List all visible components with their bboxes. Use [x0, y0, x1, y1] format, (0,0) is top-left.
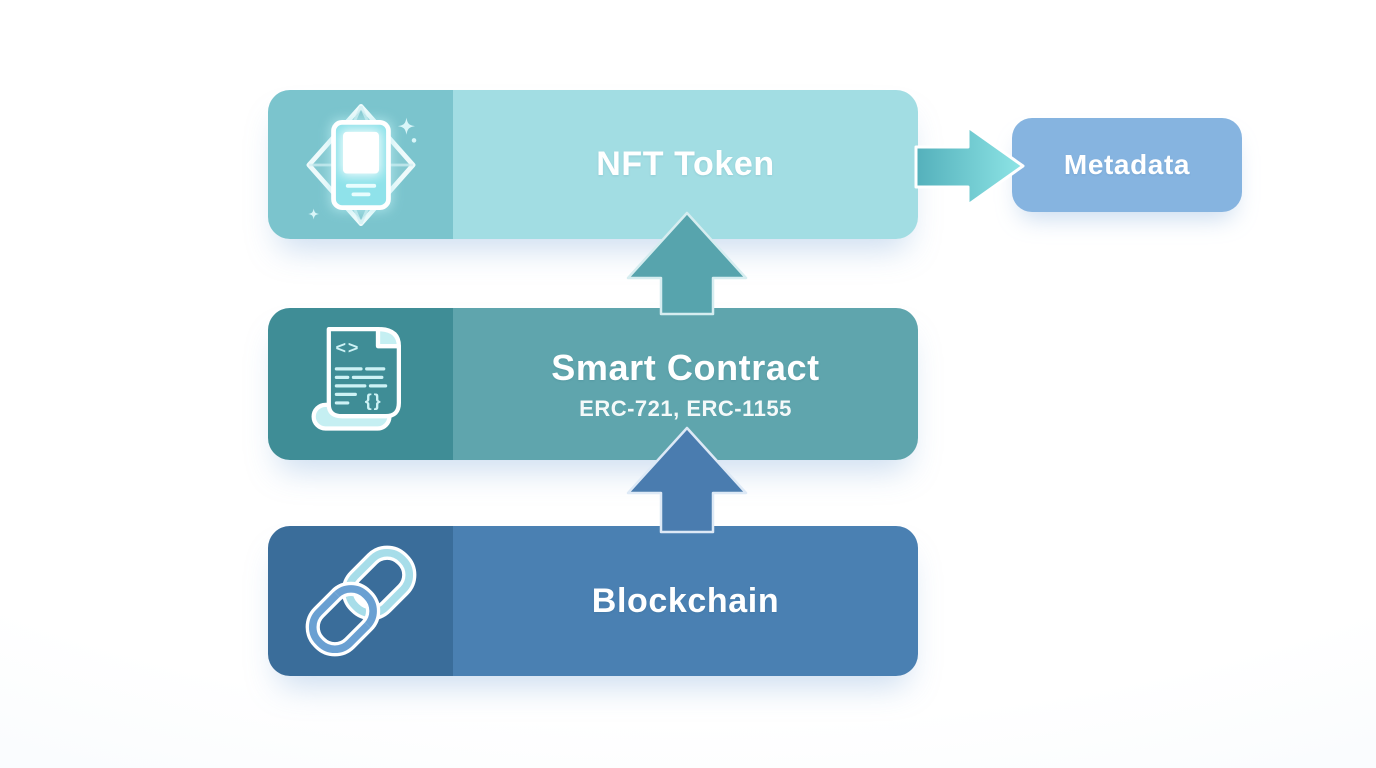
- nft-token-box: NFT Token: [268, 90, 918, 239]
- smart-contract-scroll-icon: <> {}: [311, 326, 401, 431]
- nft-token-body: NFT Token: [453, 90, 918, 239]
- blockchain-body: Blockchain: [453, 526, 918, 676]
- svg-text:<>: <>: [335, 338, 360, 358]
- metadata-label: Metadata: [1063, 149, 1191, 180]
- nft-token-icon-panel: [268, 90, 453, 239]
- metadata-box: Metadata: [1012, 118, 1242, 212]
- nft-token-label: NFT Token: [596, 145, 775, 183]
- smart-contract-icon-panel: <> {}: [268, 308, 453, 460]
- nft-card-diamond-icon: [306, 103, 416, 226]
- blockchain-icon-panel: [268, 526, 453, 676]
- smart-contract-box: <> {} Smart Contract ERC-721, ERC-1155: [268, 308, 918, 460]
- blockchain-box: Blockchain: [268, 526, 918, 676]
- blockchain-label: Blockchain: [591, 581, 780, 620]
- chain-link-icon: [305, 545, 416, 657]
- smart-contract-body: Smart Contract ERC-721, ERC-1155: [453, 308, 918, 460]
- svg-text:{}: {}: [364, 391, 382, 411]
- smart-contract-standards-label: ERC-721, ERC-1155: [579, 395, 792, 421]
- right-arrow-nft-to-metadata: [914, 125, 1025, 207]
- smart-contract-label: Smart Contract: [551, 346, 820, 388]
